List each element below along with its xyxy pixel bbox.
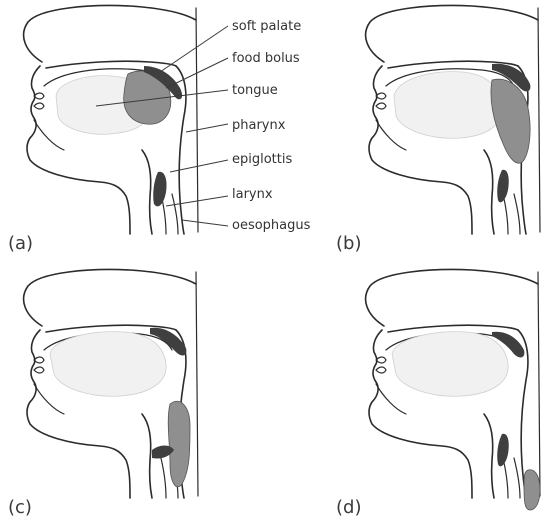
food-bolus-shape [491,79,530,163]
panel-label-b: (b) [336,233,361,254]
tongue-shape [392,332,508,397]
epiglottis-shape [497,170,509,203]
panel-label-d: (d) [336,497,361,518]
panel-c: (c) [8,270,198,518]
label-larynx: larynx [232,187,273,202]
panel-label-a: (a) [8,233,33,254]
label-oesophagus: oesophagus [232,218,311,233]
label-soft-palate: soft palate [232,19,301,34]
panel-a: soft palate food bolus tongue pharynx ep… [8,6,311,254]
tongue-shape [394,72,502,139]
label-epiglottis: epiglottis [232,152,292,167]
label-food-bolus: food bolus [232,51,300,66]
panel-label-c: (c) [8,497,32,518]
food-bolus-shape [168,401,190,487]
epiglottis-shape [153,172,166,207]
panel-d: (d) [336,270,540,518]
panel-b: (b) [336,6,540,254]
epiglottis-shape [497,434,509,467]
food-bolus-shape [524,470,540,510]
tongue-shape [50,332,166,397]
label-pharynx: pharynx [232,118,286,133]
label-tongue: tongue [232,83,278,98]
